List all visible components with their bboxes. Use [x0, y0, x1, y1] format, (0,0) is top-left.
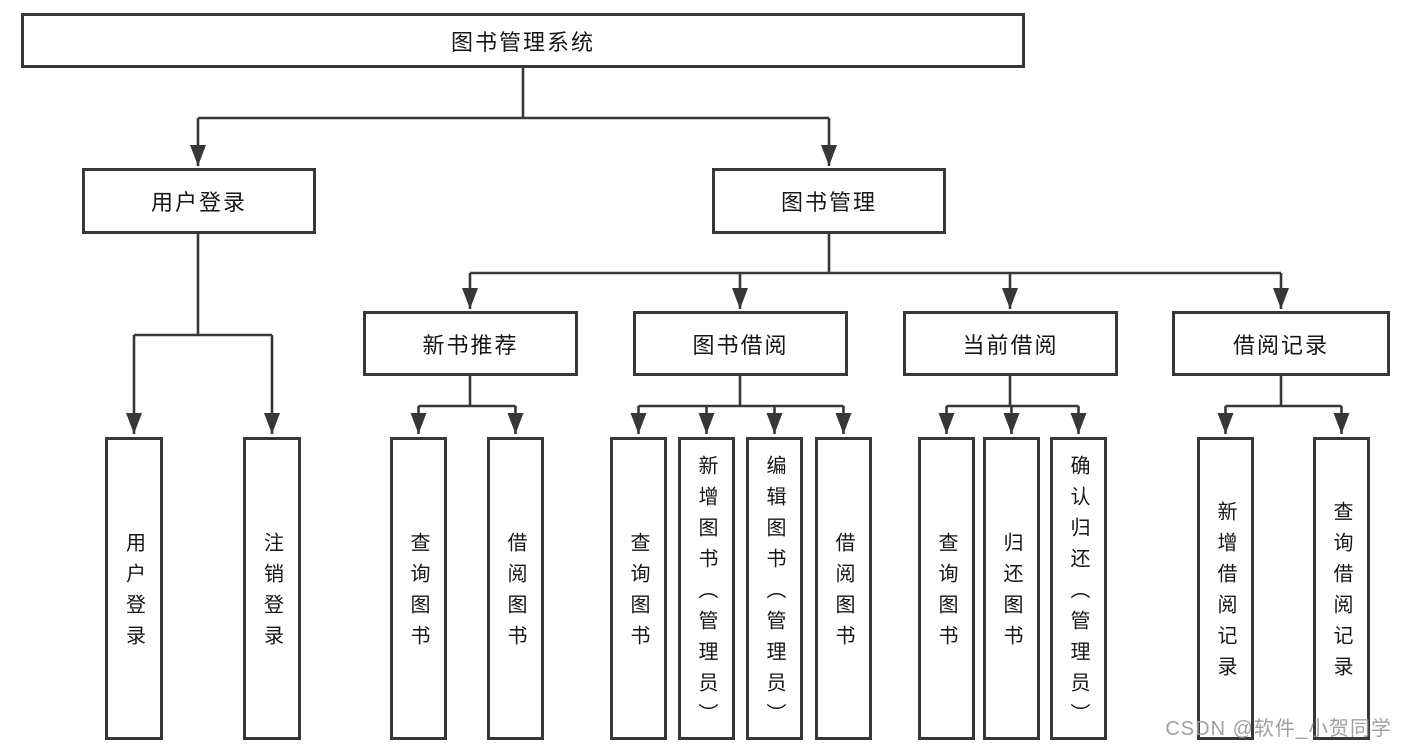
- node-book-management: 图书管理: [712, 168, 946, 234]
- leaf-return-book-label: 归还图书: [1000, 532, 1022, 656]
- node-book-borrow-label: 图书借阅: [692, 332, 789, 358]
- leaf-add-book-admin: 新增图书（管理员）: [678, 437, 735, 740]
- leaf-query-borrow-record-label: 查询借阅记录: [1330, 501, 1352, 687]
- node-root-system: 图书管理系统: [21, 13, 1025, 68]
- leaf-confirm-return-admin: 确认归还（管理员）: [1050, 437, 1107, 740]
- leaf-add-borrow-record: 新增借阅记录: [1197, 437, 1254, 740]
- leaf-query-book-3: 查询图书: [918, 437, 975, 740]
- leaf-logout-label: 注销登录: [260, 532, 283, 656]
- node-book-borrow: 图书借阅: [633, 311, 848, 376]
- leaf-query-book-1-label: 查询图书: [407, 532, 429, 656]
- leaf-borrow-book-1: 借阅图书: [487, 437, 544, 740]
- node-new-book-recommend: 新书推荐: [363, 311, 578, 376]
- node-borrow-records: 借阅记录: [1172, 311, 1390, 376]
- leaf-query-book-3-label: 查询图书: [935, 532, 957, 656]
- node-current-borrow-label: 当前借阅: [962, 332, 1059, 358]
- leaf-confirm-return-admin-label: 确认归还（管理员）: [1067, 454, 1089, 734]
- leaf-add-book-admin-label: 新增图书（管理员）: [695, 454, 717, 734]
- leaf-add-borrow-record-label: 新增借阅记录: [1214, 501, 1236, 687]
- leaf-logout: 注销登录: [243, 437, 301, 740]
- node-root-system-label: 图书管理系统: [450, 29, 595, 55]
- node-new-book-recommend-label: 新书推荐: [422, 332, 519, 358]
- node-book-management-label: 图书管理: [780, 190, 877, 215]
- node-user-login: 用户登录: [82, 168, 316, 234]
- leaf-borrow-book-1-label: 借阅图书: [504, 532, 526, 656]
- node-current-borrow: 当前借阅: [903, 311, 1118, 376]
- leaf-query-book-2: 查询图书: [610, 437, 667, 740]
- leaf-user-login-label: 用户登录: [122, 532, 145, 656]
- node-user-login-label: 用户登录: [150, 190, 247, 215]
- leaf-query-borrow-record: 查询借阅记录: [1313, 437, 1370, 740]
- leaf-return-book: 归还图书: [983, 437, 1040, 740]
- csdn-watermark: CSDN @软件_小贺同学: [1165, 718, 1392, 740]
- node-borrow-records-label: 借阅记录: [1232, 332, 1329, 358]
- leaf-borrow-book-2: 借阅图书: [815, 437, 872, 740]
- leaf-query-book-2-label: 查询图书: [627, 532, 649, 656]
- leaf-edit-book-admin: 编辑图书（管理员）: [746, 437, 803, 740]
- leaf-query-book-1: 查询图书: [390, 437, 447, 740]
- leaf-borrow-book-2-label: 借阅图书: [832, 532, 854, 656]
- leaf-user-login: 用户登录: [105, 437, 163, 740]
- leaf-edit-book-admin-label: 编辑图书（管理员）: [763, 454, 785, 734]
